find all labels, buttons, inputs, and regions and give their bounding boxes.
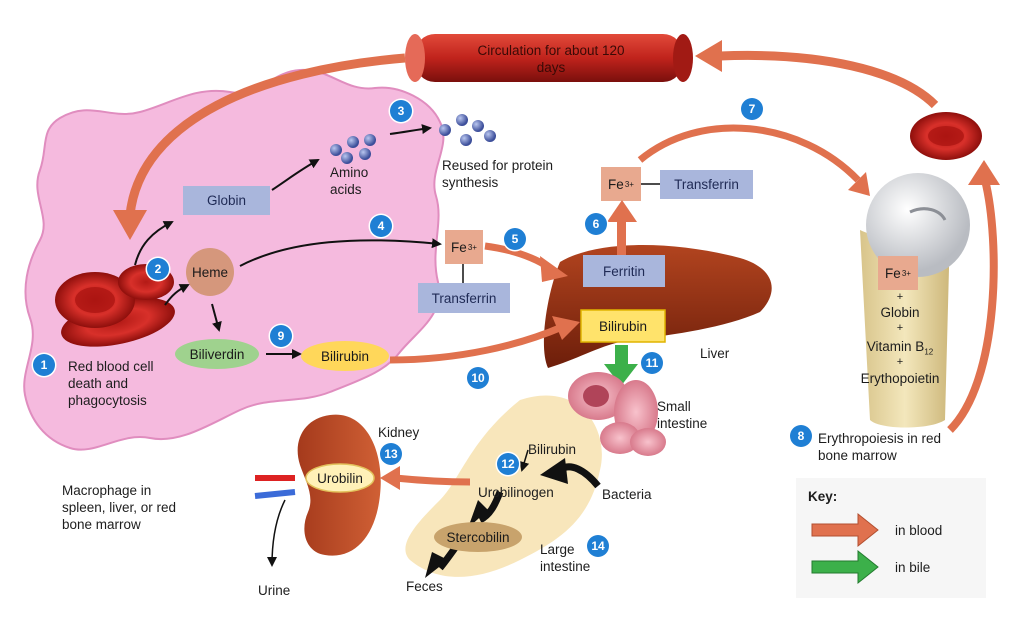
plus-3: +	[880, 356, 920, 368]
feces-label: Feces	[406, 578, 443, 595]
key-blood-label: in blood	[895, 522, 942, 539]
circulation-label: Circulation for about 120 days	[466, 42, 636, 76]
step-badge-6: 6	[585, 213, 607, 235]
step-badge-11: 11	[641, 352, 663, 374]
step-badge-12: 12	[497, 453, 519, 475]
stercobilin-label: Stercobilin	[434, 528, 522, 546]
step-badge-2: 2	[147, 258, 169, 280]
erythropoietin-label: Erythopoietin	[838, 370, 962, 387]
step-badge-3: 3	[390, 100, 412, 122]
step1-label: Red blood cell death and phagocytosis	[68, 358, 188, 409]
bilirubin-label-liver: Bilirubin	[581, 310, 665, 342]
key-title: Key:	[808, 488, 837, 505]
step-badge-10: 10	[467, 367, 489, 389]
plus-2: +	[880, 322, 920, 334]
step-badge-8: 8	[790, 425, 812, 447]
urobilin-label: Urobilin	[306, 469, 374, 487]
transferrin-label-middle: Transferrin	[418, 283, 510, 313]
plus-1: +	[880, 291, 920, 303]
urine-label: Urine	[258, 582, 290, 599]
urobilinogen-label: Urobilinogen	[478, 484, 554, 501]
step-badge-9: 9	[270, 325, 292, 347]
amino-acids-label: Amino acids	[330, 164, 390, 198]
step-badge-4: 4	[370, 215, 392, 237]
key-bile-label: in bile	[895, 559, 930, 576]
ferritin-label: Ferritin	[583, 255, 665, 287]
step-badge-5: 5	[504, 228, 526, 250]
reused-label: Reused for protein synthesis	[442, 157, 582, 191]
step-badge-14: 14	[587, 535, 609, 557]
red-blood-cell-icon	[910, 112, 982, 160]
step-badge-13: 13	[380, 443, 402, 465]
kidney-icon	[255, 415, 381, 565]
heme-label: Heme	[186, 262, 234, 282]
bilirubin-label-intestine: Bilirubin	[528, 441, 576, 458]
marrow-globin-label: Globin	[855, 304, 945, 321]
bacteria-label: Bacteria	[602, 486, 652, 503]
step8-label: Erythropoiesis in red bone marrow	[818, 430, 958, 464]
step-badge-1: 1	[33, 354, 55, 376]
kidney-label: Kidney	[378, 424, 419, 441]
liver-label: Liver	[700, 345, 729, 362]
step-badge-7: 7	[741, 98, 763, 120]
transferrin-label-top: Transferrin	[660, 170, 753, 199]
bilirubin-label-macrophage: Bilirubin	[301, 346, 389, 366]
macrophage-label: Macrophage in spleen, liver, or red bone…	[62, 482, 192, 533]
small-intestine-label: Small intestine	[657, 398, 717, 432]
globin-label: Globin	[183, 186, 270, 215]
